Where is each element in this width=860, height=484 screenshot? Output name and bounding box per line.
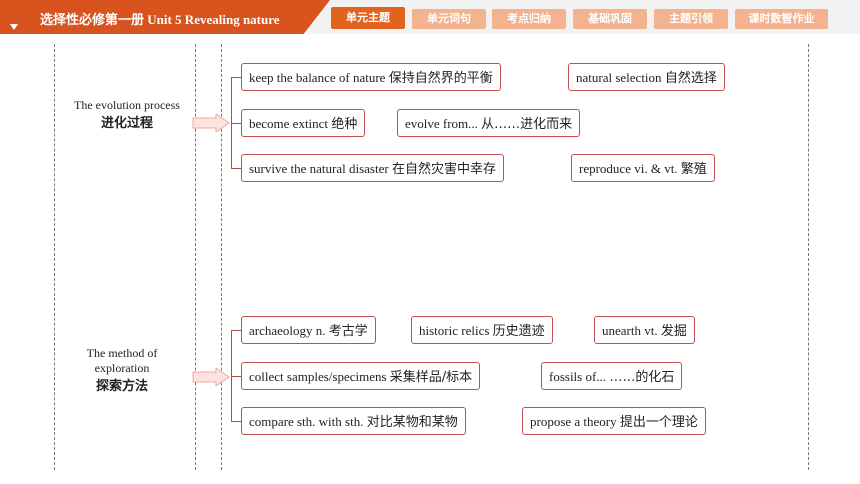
- vocab-item: collect samples/specimens 采集样品/标本: [241, 362, 481, 390]
- vocab-item: archaeology n. 考古学: [241, 316, 376, 344]
- bracket-tick: [231, 330, 241, 331]
- right-arrow-icon: [192, 114, 230, 132]
- tab-basic-practice[interactable]: 基础巩固: [573, 9, 647, 29]
- title-banner: [0, 0, 330, 34]
- bracket: [231, 77, 232, 168]
- bracket-tick: [231, 77, 241, 78]
- vocab-item: become extinct 绝种: [241, 109, 366, 137]
- bracket-tick: [231, 376, 241, 377]
- vocab-item: survive the natural disaster 在自然灾害中幸存: [241, 154, 504, 182]
- lesson-title: 选择性必修第一册 Unit 5 Revealing nature: [40, 12, 280, 27]
- vocab-item: propose a theory 提出一个理论: [522, 407, 706, 435]
- category-evolution-process: The evolution process 进化过程: [67, 98, 187, 131]
- vocab-item: natural selection 自然选择: [568, 63, 725, 91]
- guide-line: [195, 44, 196, 470]
- tab-unit-vocabulary[interactable]: 单元词句: [412, 9, 486, 29]
- vocab-item: keep the balance of nature 保持自然界的平衡: [241, 63, 501, 91]
- category-en: The evolution process: [74, 98, 180, 112]
- vocab-item: historic relics 历史遗迹: [411, 316, 553, 344]
- bracket: [231, 330, 232, 421]
- category-zh: 探索方法: [95, 379, 148, 394]
- guide-line: [54, 44, 55, 470]
- category-en: The method of exploration: [86, 346, 158, 375]
- category-method-of-exploration: The method of exploration 探索方法: [62, 346, 182, 394]
- vocab-item: evolve from... 从……进化而来: [397, 109, 581, 137]
- guide-line: [808, 44, 809, 470]
- bracket-tick: [231, 421, 241, 422]
- right-arrow-icon: [192, 368, 230, 386]
- vocab-item: compare sth. with sth. 对比某物和某物: [241, 407, 466, 435]
- guide-line: [221, 44, 222, 470]
- bracket-tick: [231, 168, 241, 169]
- bracket-tick: [231, 123, 241, 124]
- corner-triangle-icon: [10, 24, 18, 30]
- tab-unit-theme[interactable]: 单元主题: [331, 7, 405, 29]
- tab-key-points[interactable]: 考点归纳: [492, 9, 566, 29]
- tab-homework[interactable]: 课时数智作业: [735, 9, 828, 29]
- vocab-item: reproduce vi. & vt. 繁殖: [571, 154, 715, 182]
- vocab-item: unearth vt. 发掘: [594, 316, 695, 344]
- category-zh: 进化过程: [100, 116, 153, 131]
- tab-theme-guide[interactable]: 主题引领: [654, 9, 728, 29]
- vocab-item: fossils of... ……的化石: [541, 362, 683, 390]
